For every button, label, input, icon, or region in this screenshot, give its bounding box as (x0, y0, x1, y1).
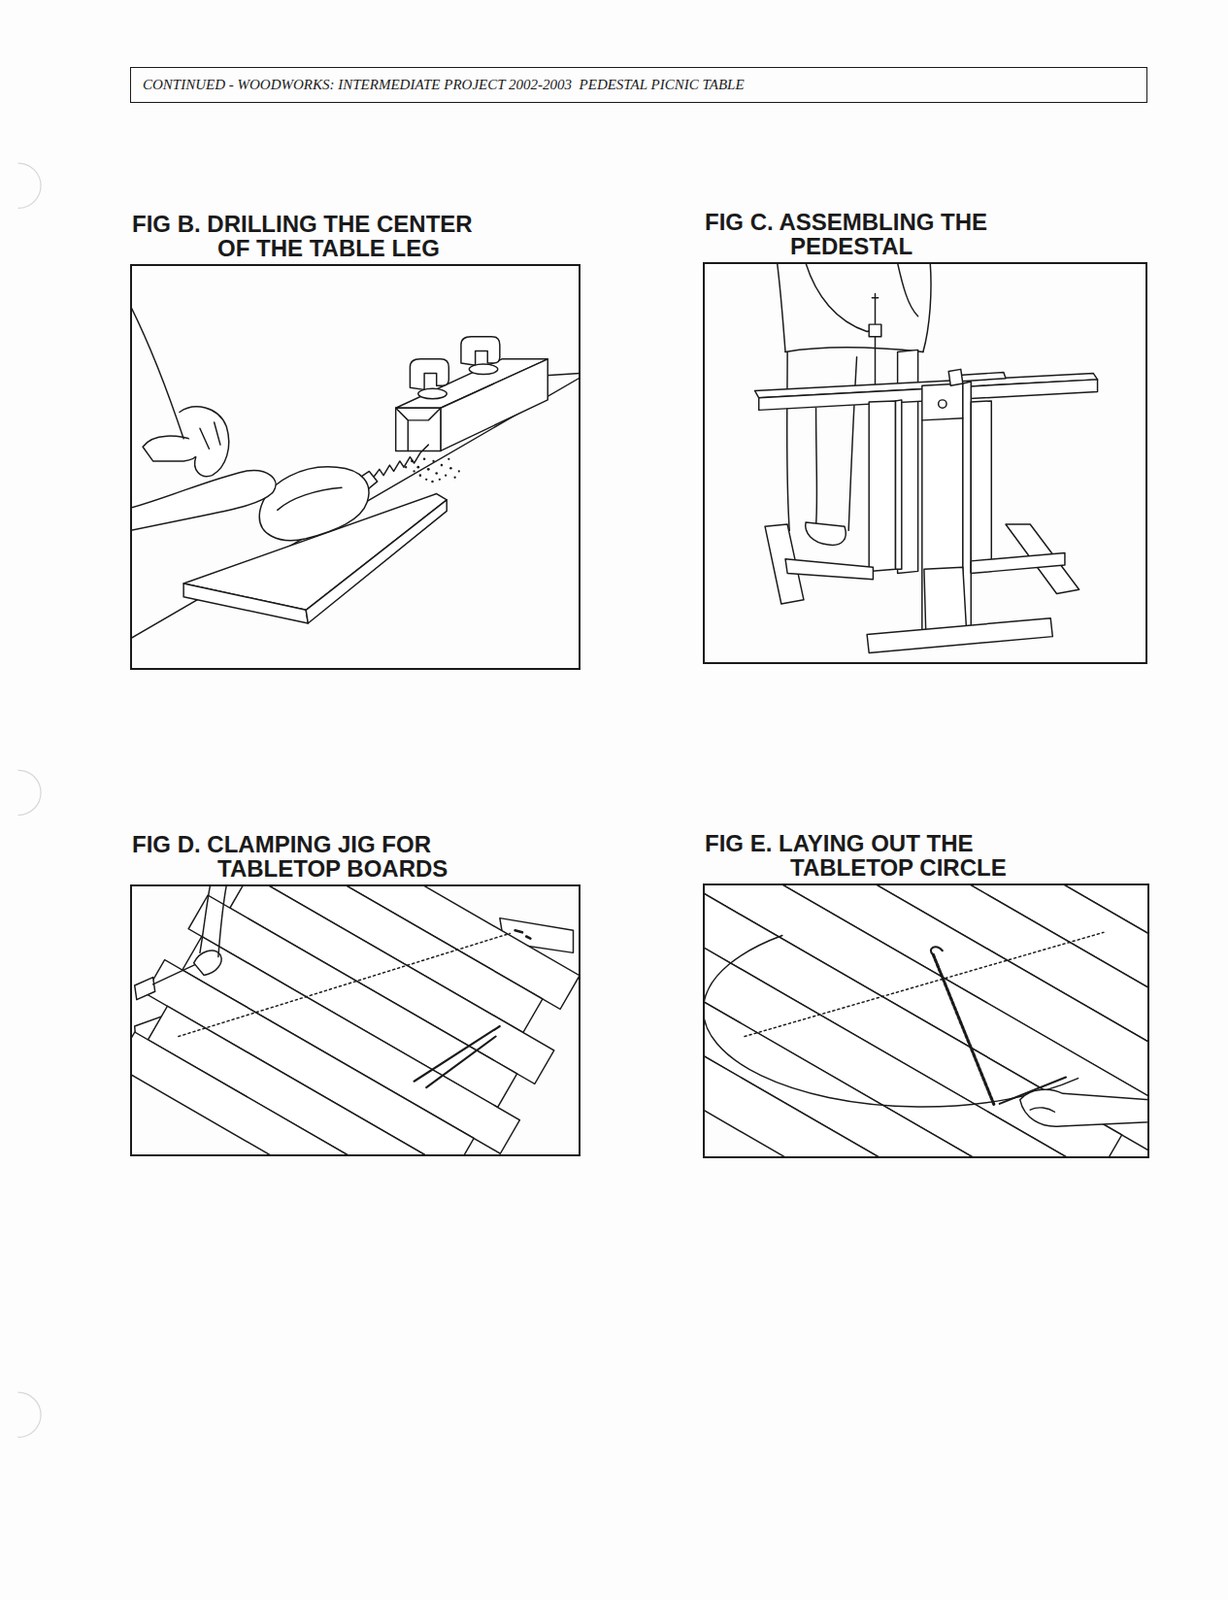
drilling-illustration (132, 305, 580, 639)
header-box: CONTINUED - WOODWORKS: INTERMEDIATE PROJ… (130, 66, 1148, 103)
figure-title: FIG D. CLAMPING JIG FOR TABLETOP BOARDS (132, 832, 492, 881)
running-header: CONTINUED - WOODWORKS: INTERMEDIATE PROJ… (142, 76, 745, 94)
figure-frame: FIG D. CLAMPING JIG FOR TABLETOP BOARDS (130, 884, 581, 1157)
figure-title: FIG E. LAYING OUT THE TABLETOP CIRCLE (704, 831, 1064, 880)
figure-title: FIG C. ASSEMBLING THE PEDESTAL (704, 210, 1064, 259)
figure-frame: FIG C. ASSEMBLING THE PEDESTAL (702, 262, 1148, 664)
figure-title: FIG B. DRILLING THE CENTER OF THE TABLE … (132, 212, 492, 261)
clamping-jig-illustration (132, 885, 580, 1156)
tabletop-circle-illustration (703, 884, 1149, 1158)
pedestal-illustration (755, 263, 1098, 653)
figure-frame: FIG E. LAYING OUT THE TABLETOP CIRCLE (702, 883, 1150, 1159)
binder-holes (18, 163, 41, 1437)
figure-frame: FIG B. DRILLING THE CENTER OF THE TABLE … (130, 264, 581, 670)
